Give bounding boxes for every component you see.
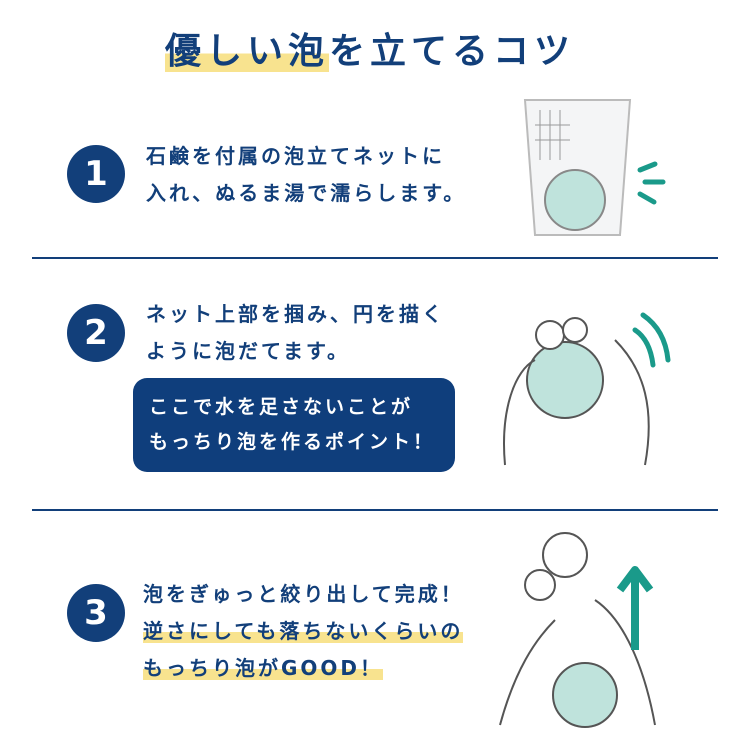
step-1-text: 石鹸を付属の泡立てネットに 入れ、ぬるま湯で濡らします。 bbox=[146, 138, 466, 212]
step-2-text: ネット上部を掴み、円を描く ように泡だてます。 bbox=[146, 296, 445, 370]
step-3-text: 泡をぎゅっと絞り出して完成！ 逆さにしても落ちないくらいの もっちり泡がGOOD… bbox=[143, 576, 464, 687]
divider bbox=[32, 509, 718, 511]
text-line: ように泡だてます。 bbox=[146, 339, 350, 363]
text-line: 入れ、ぬるま湯で濡らします。 bbox=[146, 181, 467, 205]
tip-line: ここで水を足さないことが bbox=[149, 396, 414, 418]
step-2-number: 2 bbox=[67, 304, 125, 362]
text-line: ネット上部を掴み、円を描く bbox=[146, 302, 445, 326]
hands-foaming-illustration bbox=[503, 312, 671, 466]
step-1-number: 1 bbox=[67, 145, 125, 203]
text-line: 石鹸を付属の泡立てネットに bbox=[146, 144, 445, 168]
divider bbox=[32, 257, 718, 259]
text-line: 泡をぎゅっと絞り出して完成！ bbox=[143, 582, 464, 606]
title-rest: を立てるコツ bbox=[329, 31, 576, 72]
squeezed-foam-illustration bbox=[499, 532, 656, 728]
page-title: 優しい泡を立てるコツ bbox=[165, 22, 575, 74]
text-line: もっちり泡がGOOD！ bbox=[143, 656, 384, 680]
tip-box: ここで水を足さないことが もっちり泡を作るポイント！ bbox=[133, 378, 455, 472]
title-highlight: 優しい泡 bbox=[165, 31, 330, 72]
step-3-number: 3 bbox=[67, 584, 125, 642]
glass-net-illustration bbox=[523, 99, 666, 236]
text-line: 逆さにしても落ちないくらいの bbox=[143, 619, 464, 643]
tip-line: もっちり泡を作るポイント！ bbox=[149, 431, 436, 453]
